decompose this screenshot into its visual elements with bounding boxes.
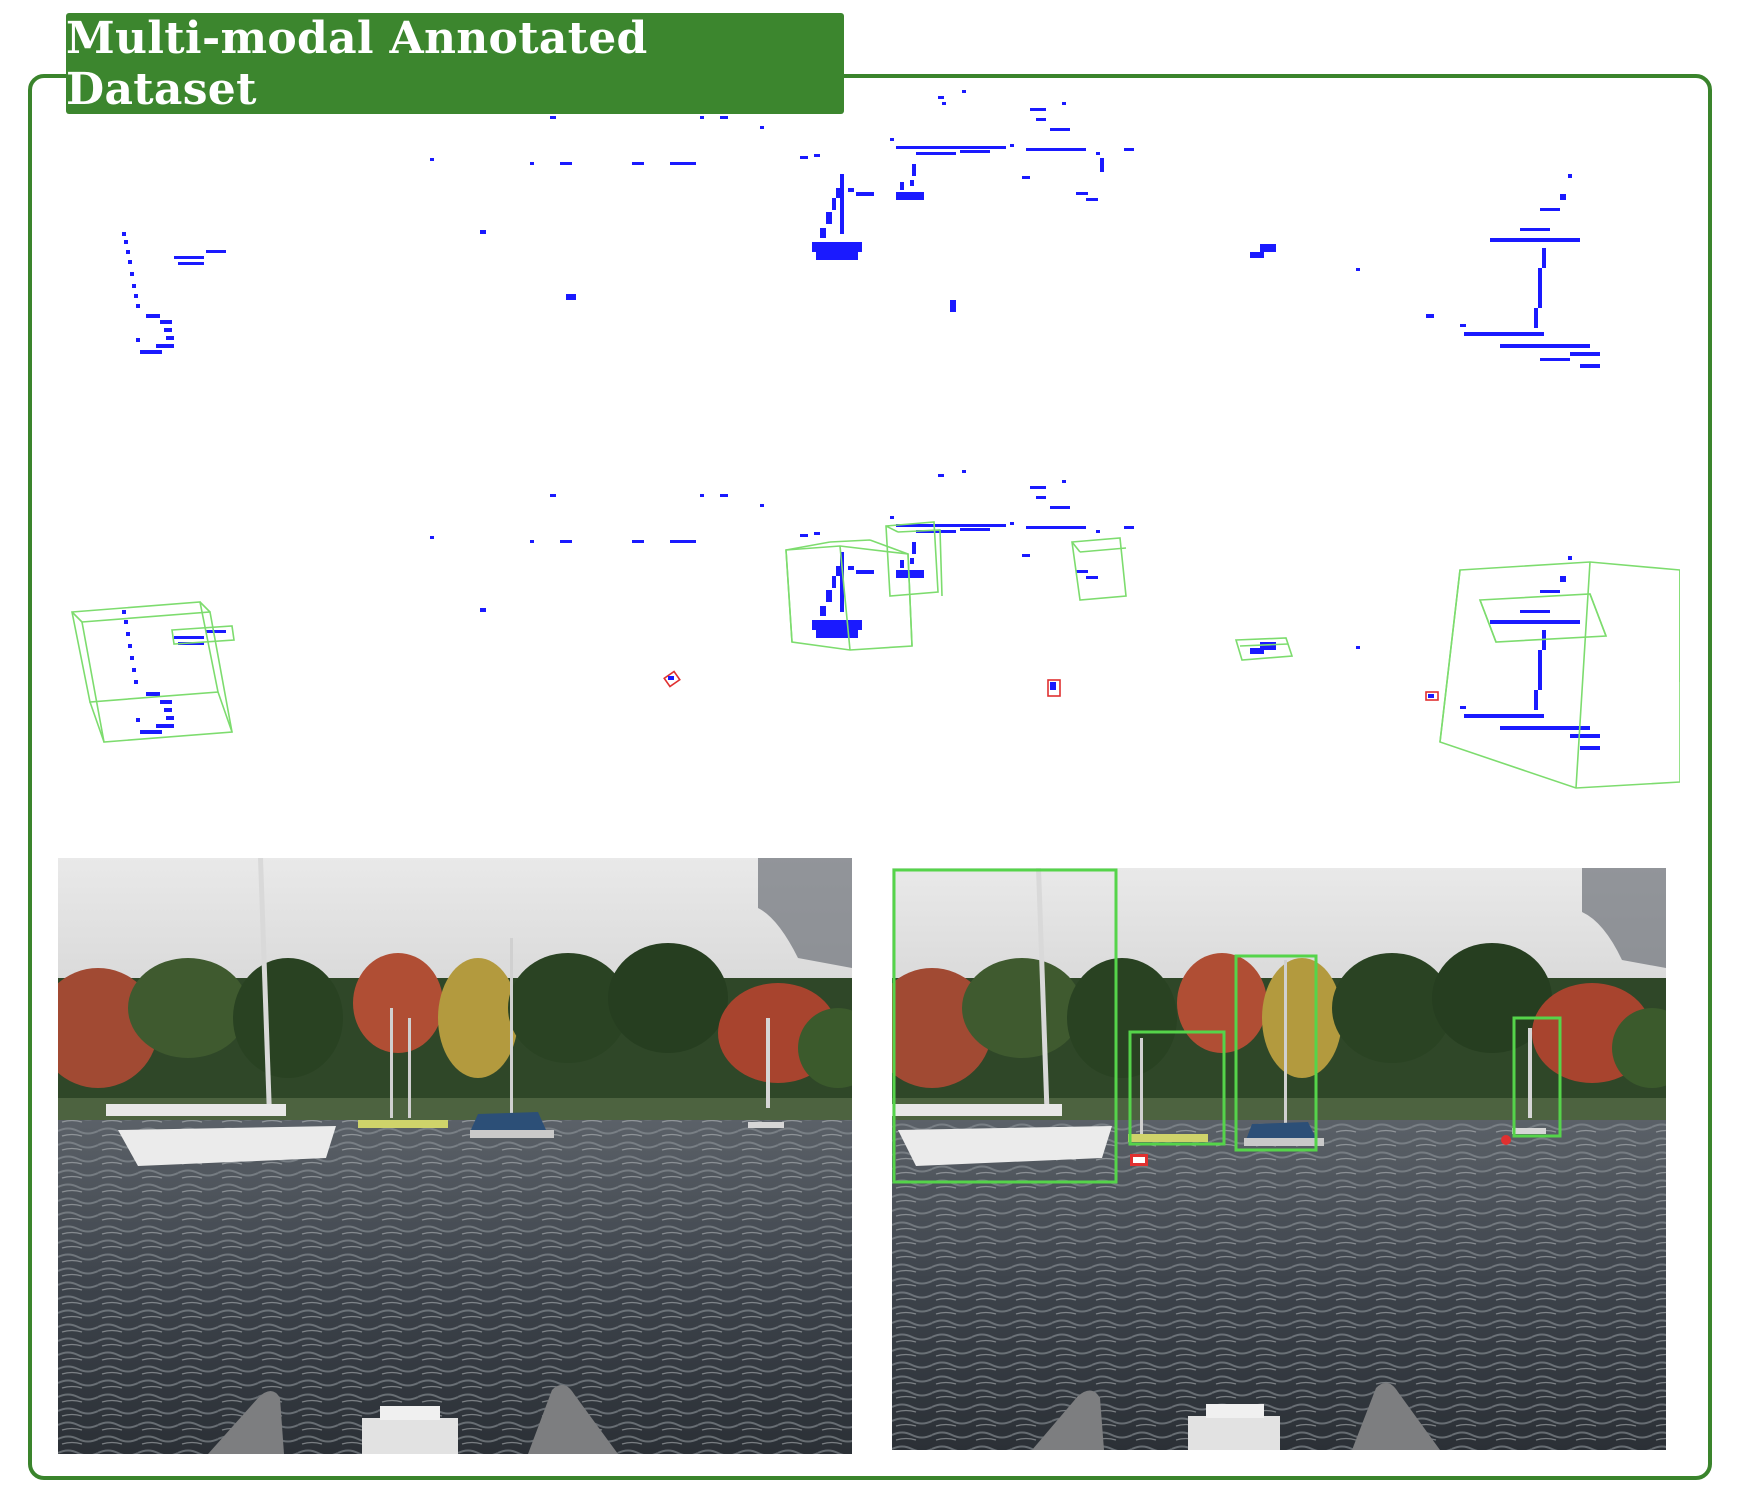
- sailboat-blue: [470, 938, 554, 1138]
- sailboat-large: [106, 858, 336, 1166]
- title-banner: Multi-modal Annotated Dataset: [66, 12, 844, 115]
- sailboat-blue: [1244, 960, 1324, 1146]
- boat-bow: [1032, 1382, 1440, 1450]
- camera-image-annotated: [892, 868, 1666, 1450]
- point-cloud: [122, 90, 1600, 368]
- sailboat-large: [892, 868, 1112, 1166]
- sailboat-far: [1512, 1028, 1546, 1134]
- camera-image-raw: [58, 858, 852, 1454]
- page-title: Multi-modal Annotated Dataset: [66, 12, 648, 115]
- sailboat-small: [1128, 1038, 1208, 1142]
- 3d-bounding-boxes: [71, 521, 1680, 789]
- lidar-point-cloud-raw: [122, 90, 1600, 368]
- point-cloud: [122, 470, 1600, 750]
- sailboat-far: [748, 1018, 784, 1128]
- boat-bow: [208, 1384, 618, 1454]
- sailboat-small: [358, 1008, 448, 1128]
- small-object-markers: [1130, 1135, 1511, 1166]
- lidar-point-cloud-annotated: [71, 470, 1680, 789]
- 2d-bounding-boxes: [892, 868, 1562, 1184]
- small-object-points: [668, 676, 1434, 698]
